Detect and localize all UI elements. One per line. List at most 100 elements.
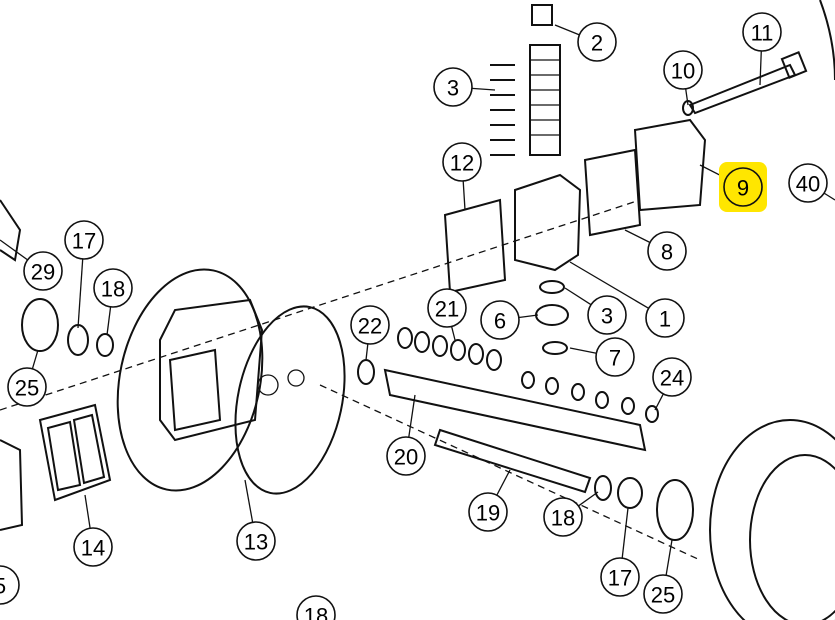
part-22-ring bbox=[357, 359, 375, 385]
part-top-right-edge bbox=[819, 0, 835, 81]
callout-17: 17 bbox=[600, 507, 640, 597]
part-8-plate bbox=[583, 148, 642, 237]
callout-29: 29 bbox=[0, 239, 63, 291]
leader-line bbox=[554, 24, 580, 36]
callout-number: 20 bbox=[394, 445, 418, 470]
callout-8: 8 bbox=[624, 229, 687, 271]
callout-13: 13 bbox=[236, 479, 276, 561]
callout-1: 1 bbox=[569, 261, 685, 338]
callout-circle bbox=[577, 22, 617, 62]
part-13-hole bbox=[257, 374, 279, 396]
callout-number: 17 bbox=[608, 566, 632, 591]
callout-3: 3 bbox=[564, 287, 627, 335]
callout-number: 11 bbox=[751, 21, 774, 46]
callout-number: 21 bbox=[435, 297, 459, 322]
assembly-axis-2 bbox=[319, 384, 701, 561]
callout-20: 20 bbox=[386, 394, 426, 476]
part-18-bushing bbox=[96, 333, 114, 357]
callout-circle bbox=[723, 167, 763, 207]
leader-line bbox=[408, 394, 416, 438]
callout-18: 18 bbox=[93, 268, 133, 336]
callout-number: 5 bbox=[0, 574, 6, 599]
leader-line bbox=[564, 287, 592, 306]
part-wheel-right bbox=[709, 419, 835, 620]
callout-number: 7 bbox=[609, 346, 621, 371]
part-12-plate bbox=[443, 198, 507, 294]
callout-number: 17 bbox=[72, 229, 96, 254]
part-1-body bbox=[514, 173, 582, 272]
callout-circle bbox=[236, 521, 276, 561]
part-25-washer-right bbox=[656, 479, 694, 541]
callout-number: 3 bbox=[447, 76, 459, 101]
callout-circle bbox=[742, 12, 782, 52]
callout-circle bbox=[480, 300, 520, 340]
leader-line bbox=[569, 347, 597, 354]
callout-6: 6 bbox=[480, 300, 539, 340]
callout-number: 8 bbox=[661, 240, 673, 265]
part-3-seal bbox=[539, 280, 565, 294]
callout-22: 22 bbox=[350, 305, 390, 361]
callout-number: 2 bbox=[591, 31, 603, 56]
callout-21: 21 bbox=[427, 288, 467, 341]
callout-3: 3 bbox=[433, 67, 496, 107]
callout-number: 10 bbox=[671, 59, 695, 84]
callout-18: 18 bbox=[543, 491, 599, 537]
callout-circle bbox=[663, 50, 703, 90]
leader-line bbox=[106, 306, 112, 336]
callout-number: 24 bbox=[660, 366, 684, 391]
callout-circle bbox=[73, 527, 113, 567]
callout-number: 40 bbox=[796, 172, 820, 197]
callout-circle bbox=[427, 288, 467, 328]
part-19-rod bbox=[433, 428, 592, 494]
callout-circle bbox=[600, 557, 640, 597]
part-20-shaft bbox=[383, 368, 647, 452]
callout-25: 25 bbox=[643, 539, 683, 614]
callout-circle bbox=[64, 220, 104, 260]
leader-line bbox=[471, 87, 496, 91]
leader-line bbox=[518, 314, 539, 319]
leader-line bbox=[665, 539, 673, 576]
leader-line bbox=[759, 50, 762, 86]
callout-number: 12 bbox=[450, 151, 474, 176]
callout-number: 3 bbox=[601, 304, 613, 329]
callout-5: 5 bbox=[0, 565, 20, 605]
part-2-valve-stack bbox=[529, 4, 561, 156]
callout-number: 1 bbox=[659, 307, 671, 332]
leader-line bbox=[450, 326, 456, 341]
callout-number: 9 bbox=[737, 176, 749, 201]
part-9-cover bbox=[633, 118, 707, 212]
callout-number: 18 bbox=[304, 604, 328, 620]
part-18-bushing-right bbox=[594, 475, 612, 501]
part-wheel-right-inner bbox=[749, 454, 835, 620]
leader-line bbox=[77, 258, 84, 329]
part-13-hole-2 bbox=[287, 369, 305, 387]
callout-circle bbox=[433, 67, 473, 107]
part-25-washer bbox=[21, 298, 59, 352]
callout-number: 29 bbox=[31, 260, 55, 285]
leader-line bbox=[624, 229, 651, 244]
callout-circle bbox=[587, 295, 627, 335]
leader-line bbox=[0, 239, 28, 261]
leader-line bbox=[462, 180, 466, 211]
leader-line bbox=[654, 393, 664, 411]
leader-line bbox=[496, 469, 511, 496]
callout-number: 13 bbox=[244, 530, 268, 555]
callout-circle bbox=[93, 268, 133, 308]
callout-circle bbox=[468, 492, 508, 532]
callout-10: 10 bbox=[663, 50, 703, 106]
leader-line bbox=[621, 507, 629, 559]
leader-line bbox=[823, 192, 835, 201]
part-14-block bbox=[38, 403, 112, 502]
callout-number: 25 bbox=[651, 583, 675, 608]
callout-11: 11 bbox=[742, 12, 782, 86]
callout-number: 14 bbox=[81, 536, 105, 561]
callout-circle bbox=[645, 298, 685, 338]
part-7-seal bbox=[542, 341, 568, 355]
part-bracket-left bbox=[0, 199, 22, 262]
callout-circle bbox=[296, 595, 336, 620]
part-17-bushing-right bbox=[617, 477, 643, 509]
callout-circle bbox=[23, 251, 63, 291]
callout-14: 14 bbox=[73, 494, 113, 567]
